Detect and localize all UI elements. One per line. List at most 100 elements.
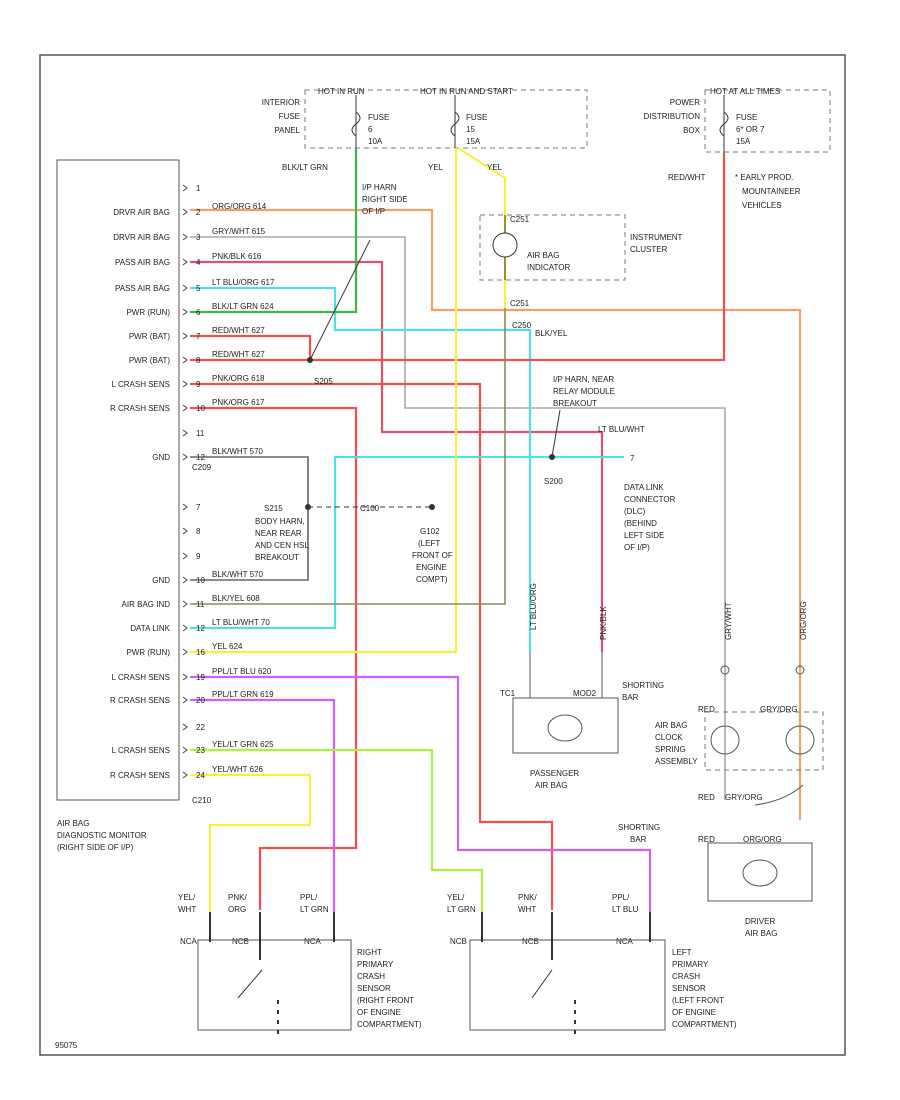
wires xyxy=(190,147,802,912)
rs-name-3: CRASH xyxy=(357,972,385,981)
relay-leader xyxy=(551,409,561,458)
monitor-pin-terminal xyxy=(182,648,188,656)
note-g102-3: ENGINE xyxy=(416,563,447,572)
rs-wire-3b: LT GRN xyxy=(300,905,329,914)
monitor-pin-label: GND xyxy=(152,576,170,585)
label-red-wht: RED/WHT xyxy=(668,173,705,182)
interior-fuse-panel-label-3: PANEL xyxy=(274,126,300,135)
right-crash-sensor: YEL/ WHT PNK/ ORG PPL/ LT GRN NCA NCB NC… xyxy=(178,893,422,1040)
wire-pnk-org-9 xyxy=(190,382,554,910)
drv-shorting-2: BAR xyxy=(630,835,647,844)
pass-shorting-2: BAR xyxy=(622,693,639,702)
ls-name-4: SENSOR xyxy=(672,984,706,993)
ls-name-5: (LEFT FRONT xyxy=(672,996,724,1005)
monitor-pin-terminal xyxy=(182,771,188,779)
clock-label-3: SPRING xyxy=(655,745,686,754)
rs-term-2: NCB xyxy=(232,937,249,946)
wire-blk-wht-gnd xyxy=(190,456,309,581)
note-g102-2: FRONT OF xyxy=(412,551,453,560)
monitor-pin-terminal xyxy=(182,233,188,241)
drv-shorting-bar-top xyxy=(754,784,804,806)
clock-top-a: RED xyxy=(698,705,715,714)
dlc-label-3: (DLC) xyxy=(624,507,646,516)
rs-name-4: SENSOR xyxy=(357,984,391,993)
cluster-label-2: CLUSTER xyxy=(630,245,668,254)
monitor-pin-terminal xyxy=(182,284,188,292)
ls-wire-2a: PNK/ xyxy=(518,893,537,902)
diagram-frame xyxy=(39,54,846,1056)
monitor-pin-number: 5 xyxy=(196,284,201,293)
ls-wire-2b: WHT xyxy=(518,905,536,914)
cluster-outline xyxy=(479,214,626,281)
cluster-label-1: INSTRUMENT xyxy=(630,233,683,242)
drv-connector-a xyxy=(720,665,730,675)
monitor-pin-wire: BLK/WHT 570 xyxy=(212,570,264,579)
monitor-pin-label: PWR (RUN) xyxy=(126,648,170,657)
label-s215: S215 xyxy=(264,504,283,513)
monitor-pin-terminal xyxy=(182,380,188,388)
monitor-pin-label: R CRASH SENS xyxy=(110,771,170,780)
drv-squib xyxy=(742,859,778,887)
monitor-pin-number: 3 xyxy=(196,233,201,242)
monitor-pin-terminal xyxy=(182,696,188,704)
fuse-c-symbol xyxy=(719,111,729,137)
figure-id: 95075 xyxy=(55,1041,78,1050)
wire-blk-yel xyxy=(190,308,506,605)
drv-module-box xyxy=(707,842,813,902)
ls-wire-1b: LT GRN xyxy=(447,905,476,914)
drv-name-1: DRIVER xyxy=(745,917,775,926)
passenger-air-bag: LT BLU/ORG PNK/BLK TC1 MOD2 SHORTING BAR… xyxy=(500,583,664,790)
monitor-pin-wire: LT BLU/WHT 70 xyxy=(212,618,270,627)
monitor-pin-label: L CRASH SENS xyxy=(112,380,170,389)
monitor-name-2: DIAGNOSTIC MONITOR xyxy=(57,831,147,840)
note-relay-2: RELAY MODULE xyxy=(553,387,615,396)
monitor-pin-terminal xyxy=(182,723,188,731)
wire-lt-blu-org xyxy=(190,286,532,652)
label-s200: S200 xyxy=(544,477,563,486)
rs-wire-1a: YEL/ xyxy=(178,893,196,902)
indicator-label-1: AIR BAG xyxy=(527,251,559,260)
monitor-pin-number: 10 xyxy=(196,576,205,585)
hot-in-run-start-label: HOT IN RUN AND START xyxy=(420,87,513,96)
dlc-label-6: OF I/P) xyxy=(624,543,650,552)
monitor-pin-number: 22 xyxy=(196,723,205,732)
early-note-2: MOUNTAINEER xyxy=(742,187,801,196)
drv-connector-b xyxy=(795,665,805,675)
monitor-pin-number: 6 xyxy=(196,308,201,317)
ls-name-3: CRASH xyxy=(672,972,700,981)
monitor-pin-terminal xyxy=(182,356,188,364)
rs-name-7: COMPARTMENT) xyxy=(357,1020,422,1029)
drv-wire-b: ORG/ORG xyxy=(799,601,808,640)
splices xyxy=(305,239,561,510)
monitor-pin-number: 1 xyxy=(196,184,201,193)
connector-c210: C210 xyxy=(192,796,212,805)
monitor-pin-number: 10 xyxy=(196,404,205,413)
note-ip-harn-2: RIGHT SIDE xyxy=(362,195,408,204)
pass-term-a: TC1 xyxy=(500,689,516,698)
label-blk-lt-grn: BLK/LT GRN xyxy=(282,163,328,172)
dlc-label-2: CONNECTOR xyxy=(624,495,676,504)
label-g102: G102 xyxy=(420,527,440,536)
interior-fuse-panel-label-1: INTERIOR xyxy=(262,98,300,107)
monitor-pin-wire: BLK/LT GRN 624 xyxy=(212,302,274,311)
pass-shorting-1: SHORTING xyxy=(622,681,664,690)
drv-name-2: AIR BAG xyxy=(745,929,777,938)
note-body-harn-2: NEAR REAR xyxy=(255,529,302,538)
monitor-pin-number: 8 xyxy=(196,356,201,365)
fuse-panel-outline xyxy=(304,89,588,149)
monitor-pin-wire: BLK/YEL 608 xyxy=(212,594,260,603)
fuse-c-num: 6* OR 7 xyxy=(736,125,765,134)
pass-squib xyxy=(547,714,583,742)
ls-term-1: NCB xyxy=(450,937,467,946)
monitor-pin-wire: PPL/LT GRN 619 xyxy=(212,690,274,699)
monitor-pin-terminal xyxy=(182,673,188,681)
dlc-label-1: DATA LINK xyxy=(624,483,664,492)
monitor-pin-wire: RED/WHT 627 xyxy=(212,350,265,359)
hot-in-run-label: HOT IN RUN xyxy=(318,87,365,96)
early-note-1: * EARLY PROD. xyxy=(735,173,793,182)
monitor-pin-terminal xyxy=(182,184,188,192)
rs-name-5: (RIGHT FRONT xyxy=(357,996,414,1005)
airbag-indicator-lamp xyxy=(492,232,518,258)
note-body-harn-1: BODY HARN, xyxy=(255,517,305,526)
fuse-b-amp: 15A xyxy=(466,137,481,146)
